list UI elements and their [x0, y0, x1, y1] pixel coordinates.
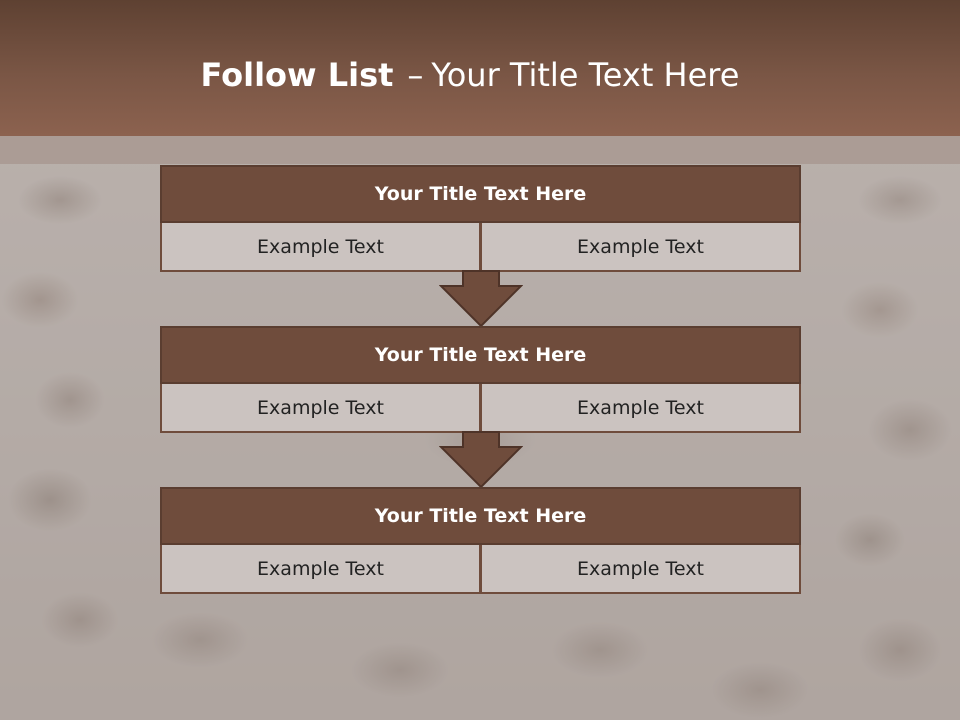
down-arrow-icon — [439, 270, 523, 328]
slide-title-bold: Follow List — [200, 56, 394, 94]
list-block-2: Your Title Text Here Example Text Exampl… — [160, 326, 801, 433]
header-band — [0, 136, 960, 164]
block-cell-right: Example Text — [481, 384, 801, 433]
block-title: Your Title Text Here — [160, 487, 801, 545]
header-bar — [0, 0, 960, 136]
block-title: Your Title Text Here — [160, 165, 801, 223]
slide-title: Follow List–Your Title Text Here — [0, 56, 950, 94]
block-cell-right: Example Text — [481, 545, 801, 594]
block-cell-left: Example Text — [160, 384, 481, 433]
block-cell-right: Example Text — [481, 223, 801, 272]
list-block-3: Your Title Text Here Example Text Exampl… — [160, 487, 801, 594]
block-row: Example Text Example Text — [160, 384, 801, 433]
block-cell-left: Example Text — [160, 223, 481, 272]
block-title: Your Title Text Here — [160, 326, 801, 384]
block-cell-left: Example Text — [160, 545, 481, 594]
slide-title-dash: – — [407, 56, 424, 94]
block-row: Example Text Example Text — [160, 545, 801, 594]
down-arrow-icon — [439, 431, 523, 489]
slide-title-rest: Your Title Text Here — [431, 56, 740, 94]
block-row: Example Text Example Text — [160, 223, 801, 272]
list-block-1: Your Title Text Here Example Text Exampl… — [160, 165, 801, 272]
